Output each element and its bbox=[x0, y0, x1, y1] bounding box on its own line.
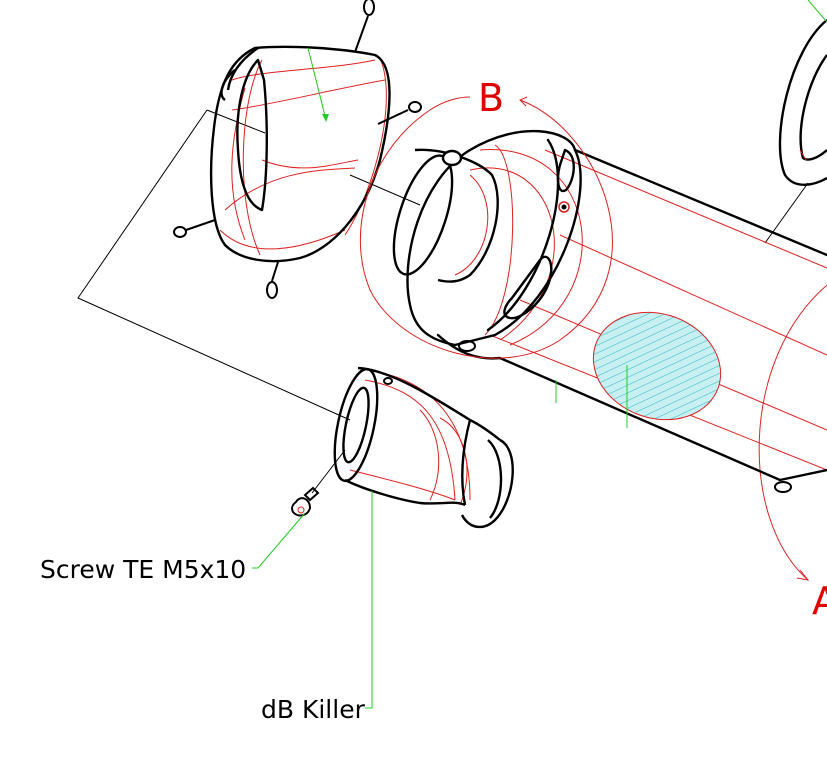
view-b-circle bbox=[359, 96, 613, 359]
screw-label: Screw TE M5x10 bbox=[40, 555, 246, 584]
view-a-label: A bbox=[812, 579, 827, 623]
view-a-circle bbox=[758, 284, 827, 581]
muffler-body bbox=[392, 129, 827, 493]
view-b-label: B bbox=[478, 76, 504, 120]
end-cap bbox=[173, 0, 422, 299]
mount-bracket bbox=[778, 0, 827, 186]
db-killer-part bbox=[333, 366, 514, 709]
db-killer-label: dB Killer bbox=[261, 695, 366, 724]
screw-part bbox=[252, 449, 346, 569]
